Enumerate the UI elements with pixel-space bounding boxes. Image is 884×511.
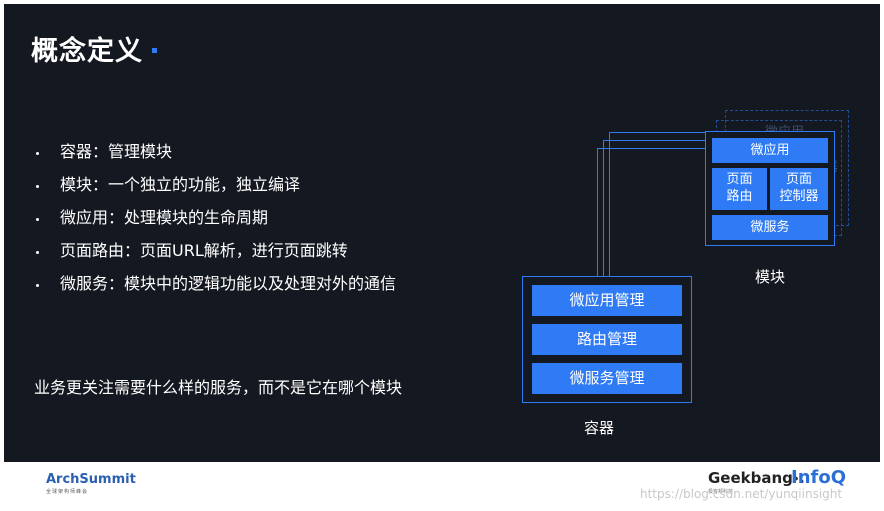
container-item: 微应用管理: [532, 285, 682, 316]
module-micro-app: 微应用: [712, 138, 828, 163]
summary-text: 业务更关注需要什么样的服务，而不是它在哪个模块: [34, 378, 403, 397]
bullet-item: 微应用：处理模块的生命周期: [34, 206, 396, 239]
module-page-label: 页面: [726, 172, 753, 187]
module-label: 模块: [755, 268, 786, 286]
container-item: 微服务管理: [532, 363, 682, 394]
infoq-logo: InfoQ: [791, 467, 847, 488]
bullet-dot-icon: [36, 152, 39, 155]
bullet-item: 容器：管理模块: [34, 140, 396, 173]
archsummit-logo: ArchSummit: [46, 472, 136, 487]
slide-title: 概念定义: [31, 36, 143, 67]
connector-line: [609, 132, 705, 133]
module-page-controller: 页面 控制器: [770, 168, 828, 210]
geekbang-subtitle: 极客邦科技: [708, 489, 734, 495]
module-route-label: 路由: [726, 189, 753, 204]
connector-line: [597, 148, 598, 276]
bullet-item: 微服务：模块中的逻辑功能以及处理对外的通信: [34, 272, 396, 305]
bullet-dot-icon: [36, 185, 39, 188]
connector-line: [597, 148, 705, 149]
watermark-text: https://blog.csdn.net/yunqiinsight: [640, 487, 843, 501]
bullet-item: 模块：一个独立的功能，独立编译: [34, 173, 396, 206]
module-box: 微应用 页面 路由 页面 控制器 微服务: [705, 131, 835, 246]
container-label: 容器: [584, 419, 615, 437]
container-box: 微应用管理 路由管理 微服务管理: [522, 276, 692, 403]
archsummit-subtitle: 全球架构师峰会: [46, 489, 89, 495]
connector-line: [609, 132, 610, 276]
module-micro-service: 微服务: [712, 215, 828, 240]
bullet-list: 容器：管理模块 模块：一个独立的功能，独立编译 微应用：处理模块的生命周期 页面…: [34, 140, 396, 305]
module-page-route: 页面 路由: [712, 168, 767, 210]
module-page-label: 页面: [785, 172, 812, 187]
module-controller-label: 控制器: [779, 189, 819, 204]
connector-line: [603, 140, 604, 276]
title-accent-dot: [152, 48, 157, 53]
bullet-dot-icon: [36, 284, 39, 287]
connector-line: [603, 140, 718, 141]
bullet-dot-icon: [36, 251, 39, 254]
geekbang-logo: Geekbang›.: [708, 469, 805, 487]
bullet-item: 页面路由：页面URL解析，进行页面跳转: [34, 239, 396, 272]
bullet-dot-icon: [36, 218, 39, 221]
container-item: 路由管理: [532, 324, 682, 355]
